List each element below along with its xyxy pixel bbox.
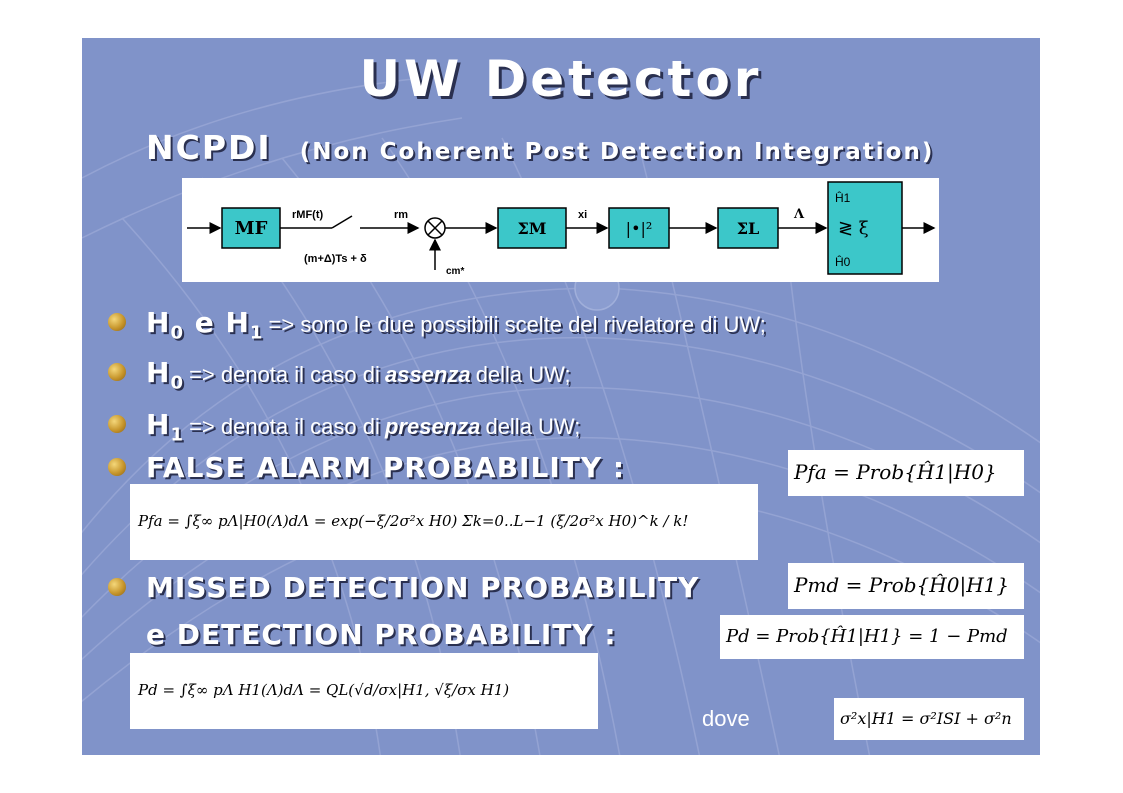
bullet-h1-text-post: della UW;: [485, 414, 581, 439]
block-diagram: MF rMF(t) (m+Δ)Ts + δ rm cm* ΣM xi |•|² …: [182, 178, 939, 282]
pfa-definition-box: Pfa = Prob{Ĥ1|H0}: [788, 450, 1024, 496]
bullet-h0-emphasis: assenza: [384, 362, 471, 387]
h1-hat-label: Ĥ1: [835, 190, 851, 205]
sampling-label: (m+Δ)Ts + δ: [304, 253, 367, 265]
pd-definition-box: Pd = Prob{Ĥ1|H1} = 1 − Pmd: [720, 615, 1024, 659]
slide: UW Detector NCPDI (Non Coherent Post Dete…: [82, 38, 1040, 755]
pmd-definition-box: Pmd = Prob{Ĥ0|H1}: [788, 563, 1024, 609]
pfa-definition: Pfa = Prob{Ĥ1|H0}: [794, 460, 997, 484]
pfa-integral-formula: Pfa = ∫ξ∞ pΛ|H0(Λ)dΛ = exp(−ξ/2σ²x H0) Σ…: [138, 512, 689, 530]
dove-label: dove: [702, 706, 750, 731]
lambda-label: Λ: [793, 207, 805, 222]
mf-block-label: MF: [235, 218, 268, 239]
bullet-icon: [108, 415, 126, 433]
pfa-integral-box: Pfa = ∫ξ∞ pΛ|H0(Λ)dΛ = exp(−ξ/2σ²x H0) Σ…: [130, 484, 758, 560]
abs-square-label: |•|²: [626, 219, 653, 238]
pd-integral-formula: Pd = ∫ξ∞ pΛ H1(Λ)dΛ = QL(√d/σx|H1, √ξ/σx…: [138, 681, 510, 699]
bullet-h0-text-pre: => denota il caso di: [189, 362, 380, 387]
pmd-definition: Pmd = Prob{Ĥ0|H1}: [794, 573, 1010, 597]
slide-subtitle: NCPDI (Non Coherent Post Detection Integr…: [146, 128, 934, 167]
bullet-h0-text-post: della UW;: [475, 362, 571, 387]
sigma-definition: σ²x|H1 = σ²ISI + σ²n: [840, 709, 1012, 728]
rmf-label: rMF(t): [292, 209, 323, 221]
pd-integral-box: Pd = ∫ξ∞ pΛ H1(Λ)dΛ = QL(√d/σx|H1, √ξ/σx…: [130, 653, 598, 729]
bullet-false-alarm: FALSE ALARM PROBABILITY :: [146, 451, 626, 484]
bullet-hypotheses: H0 e H1 => sono le due possibili scelte …: [146, 306, 766, 344]
bullet-h1-emphasis: presenza: [384, 414, 481, 439]
bullet-icon: [108, 458, 126, 476]
rm-label: rm: [394, 209, 408, 221]
bullet-h0: H0 => denota il caso di assenza della UW…: [146, 356, 571, 394]
subtitle-acronym: NCPDI: [146, 128, 272, 167]
subtitle-expansion: (Non Coherent Post Detection Integration…: [299, 139, 935, 165]
cm-label: cm*: [446, 266, 464, 277]
sum-m-label: ΣM: [517, 219, 546, 238]
h0-hat-label: Ĥ0: [835, 254, 851, 269]
bullet-icon: [108, 313, 126, 331]
pd-definition: Pd = Prob{Ĥ1|H1} = 1 − Pmd: [726, 626, 1008, 647]
sigma-definition-box: σ²x|H1 = σ²ISI + σ²n: [834, 698, 1024, 740]
bullet-icon: [108, 578, 126, 596]
threshold-compare-label: ≷ ξ: [838, 218, 869, 239]
slide-title: UW Detector: [359, 50, 763, 108]
bullet-h1: H1 => denota il caso di presenza della U…: [146, 408, 581, 446]
bullet-hypotheses-text: => sono le due possibili scelte del rive…: [268, 312, 766, 337]
sum-l-label: ΣL: [737, 219, 760, 238]
bullet-detection: e DETECTION PROBABILITY :: [146, 618, 617, 651]
bullet-h1-text-pre: => denota il caso di: [189, 414, 380, 439]
xi-label: xi: [578, 209, 587, 221]
bullet-icon: [108, 363, 126, 381]
bullet-missed-detection: MISSED DETECTION PROBABILITY: [146, 571, 700, 604]
